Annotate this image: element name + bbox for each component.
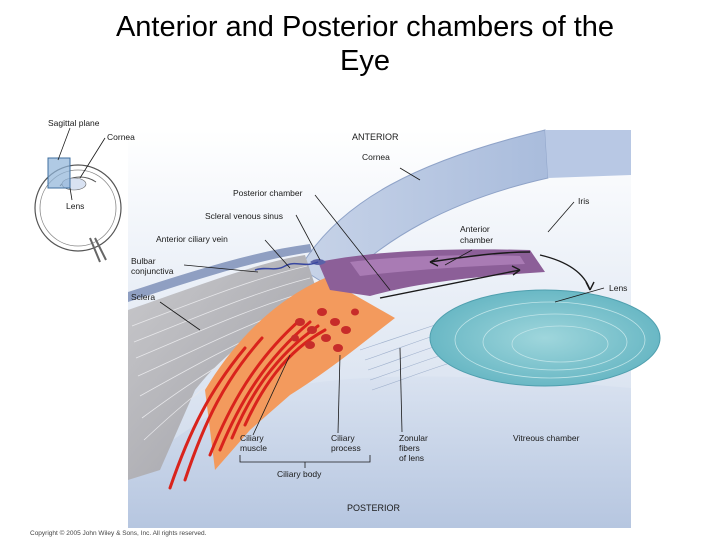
label-posterior-chamber: Posterior chamber [233,188,303,198]
cornea-edge [545,130,631,178]
label-vitreous-chamber: Vitreous chamber [513,433,580,443]
label-inset-lens: Lens [66,201,84,211]
label-sclera: Sclera [131,292,155,302]
label-cornea: Cornea [362,152,390,162]
title-line-1: Anterior and Posterior chambers of the [115,11,615,43]
leader-lines [57,127,605,468]
title-line-2: Eye [340,45,390,77]
ciliary-body-region [205,278,395,470]
label-ciliary-process-2: process [331,443,361,453]
label-zonular-fibers-3: of lens [399,453,424,463]
label-inset-cornea: Cornea [107,132,135,142]
label-ciliary-body: Ciliary body [277,469,322,479]
inset-eye [34,157,122,263]
label-ciliary-process-1: Ciliary [331,433,355,443]
label-zonular-fibers-2: fibers [399,443,420,453]
ciliary-muscle-fibers [168,318,327,490]
label-scleral-venous-sinus: Scleral venous sinus [205,211,283,221]
label-bulbar-conjunctiva-2: conjunctiva [131,266,174,276]
label-anterior-chamber-2: chamber [460,235,493,245]
bulbar-conjunctiva [128,244,312,302]
label-sagittal-plane: Sagittal plane [48,118,100,128]
label-ciliary-muscle-2: muscle [240,443,267,453]
label-ciliary-muscle-1: Ciliary [240,433,264,443]
label-lens: Lens [609,283,627,293]
label-bulbar-conjunctiva-1: Bulbar [131,256,156,266]
lens-rings [454,301,646,379]
anterior-ciliary-vein [254,261,319,271]
label-anterior: ANTERIOR [352,132,399,142]
copyright-notice: Copyright © 2005 John Wiley & Sons, Inc.… [30,530,207,537]
label-posterior: POSTERIOR [347,503,401,513]
sagittal-plane-box [47,157,71,189]
lens-shape [429,289,661,387]
label-iris: Iris [578,196,589,206]
label-anterior-ciliary-vein: Anterior ciliary vein [156,234,228,244]
ciliary-process-dots [291,308,359,352]
aqueous-flow-arrows [379,251,595,299]
slide-title: Anterior and Posterior chambers of the E… [0,10,720,78]
label-zonular-fibers-1: Zonular [399,433,428,443]
label-anterior-chamber-1: Anterior [460,224,490,234]
